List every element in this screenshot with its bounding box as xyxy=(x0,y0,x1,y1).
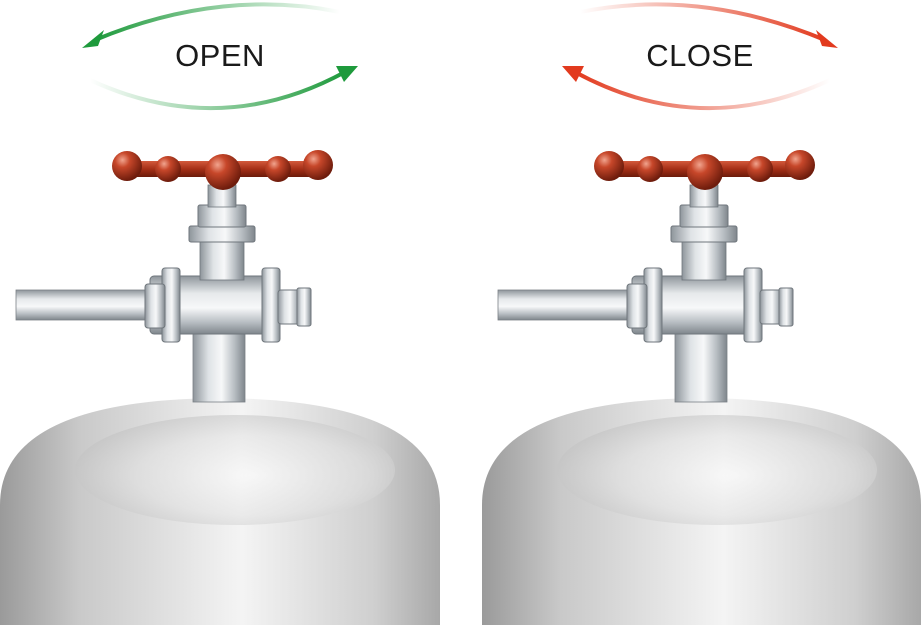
gas-cylinder-right xyxy=(482,398,921,625)
open-panel xyxy=(0,2,440,625)
close-panel xyxy=(482,2,921,625)
close-rotation-arrow-icon xyxy=(562,2,838,111)
close-label: CLOSE xyxy=(646,38,754,73)
side-pipe-left xyxy=(15,289,152,321)
open-rotation-arrow-icon xyxy=(82,2,358,111)
valve-stem-right xyxy=(674,329,728,403)
handwheel-left-icon xyxy=(112,150,333,190)
valve-stem-left xyxy=(192,329,246,403)
handwheel-right-icon xyxy=(594,150,815,190)
side-pipe-right xyxy=(497,289,634,321)
gas-cylinder-left xyxy=(0,398,440,625)
open-label: OPEN xyxy=(175,38,265,73)
